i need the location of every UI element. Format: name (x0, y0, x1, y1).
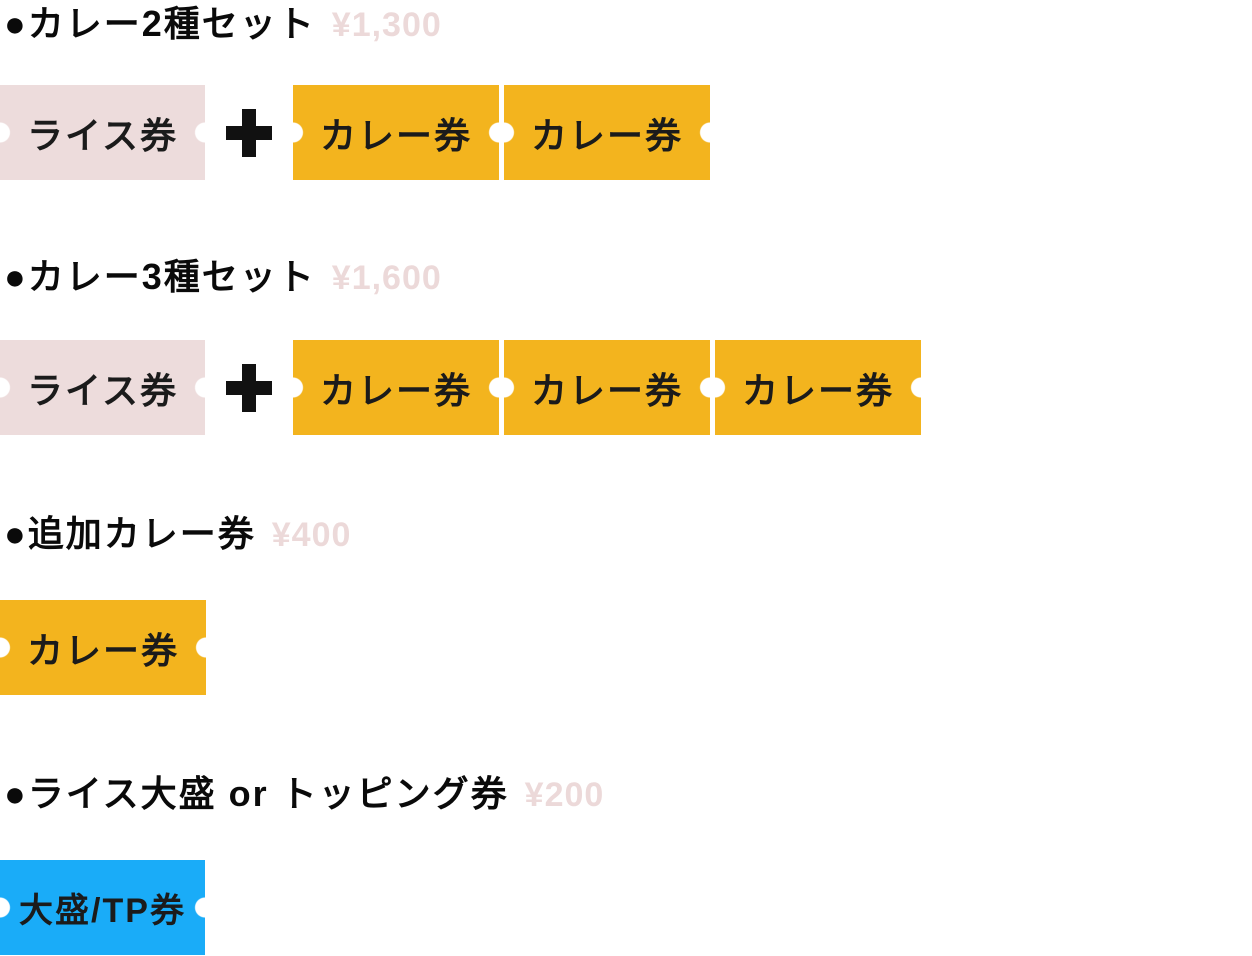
section-title: ●カレー3種セット ¥1,600 (0, 255, 1252, 299)
plus-icon (205, 340, 293, 435)
ticket-row: ライス券 カレー券 カレー券 カレー券 (0, 340, 1252, 435)
ticket-rice: ライス券 (0, 85, 205, 180)
section-rice-topping: ●ライス大盛 or トッピング券 ¥200 大盛/TP券 (0, 772, 1252, 955)
ticket-label: 大盛/TP券 (19, 892, 186, 930)
plus-icon (205, 85, 293, 180)
ticket-oomori-topping: 大盛/TP券 (0, 860, 205, 955)
ticket-label: ライス券 (27, 369, 178, 411)
ticket-curry: カレー券 (293, 340, 499, 435)
ticket-label: カレー券 (319, 369, 472, 411)
ticket-row: カレー券 (0, 600, 1252, 695)
ticket-row: ライス券 カレー券 カレー券 (0, 85, 1252, 180)
ticket-label: カレー券 (319, 114, 472, 156)
ticket-label: カレー券 (741, 369, 894, 411)
section-title-text: ●カレー2種セット (4, 3, 316, 44)
ticket-curry: カレー券 (504, 85, 710, 180)
section-extra-curry: ●追加カレー券 ¥400 カレー券 (0, 512, 1252, 695)
section-title: ●ライス大盛 or トッピング券 ¥200 (0, 772, 1252, 816)
section-curry-2set: ●カレー2種セット ¥1,300 ライス券 カレー券 カレー券 (0, 2, 1252, 180)
section-price: ¥1,300 (331, 6, 442, 44)
section-price: ¥1,600 (331, 259, 442, 297)
section-title-text: ●追加カレー券 (4, 513, 256, 554)
ticket-curry: カレー券 (293, 85, 499, 180)
section-curry-3set: ●カレー3種セット ¥1,600 ライス券 カレー券 カレー券 カレー券 (0, 255, 1252, 435)
ticket-label: ライス券 (27, 114, 178, 156)
section-price: ¥200 (524, 776, 605, 814)
ticket-row: 大盛/TP券 (0, 860, 1252, 955)
section-title: ●カレー2種セット ¥1,300 (0, 2, 1252, 46)
ticket-label: カレー券 (26, 629, 179, 671)
ticket-rice: ライス券 (0, 340, 205, 435)
ticket-label: カレー券 (530, 369, 683, 411)
section-title: ●追加カレー券 ¥400 (0, 512, 1252, 556)
ticket-curry: カレー券 (0, 600, 206, 695)
ticket-curry: カレー券 (715, 340, 921, 435)
section-title-text: ●カレー3種セット (4, 256, 316, 297)
section-price: ¥400 (271, 516, 352, 554)
ticket-label: カレー券 (530, 114, 683, 156)
ticket-curry: カレー券 (504, 340, 710, 435)
section-title-text: ●ライス大盛 or トッピング券 (4, 773, 509, 814)
